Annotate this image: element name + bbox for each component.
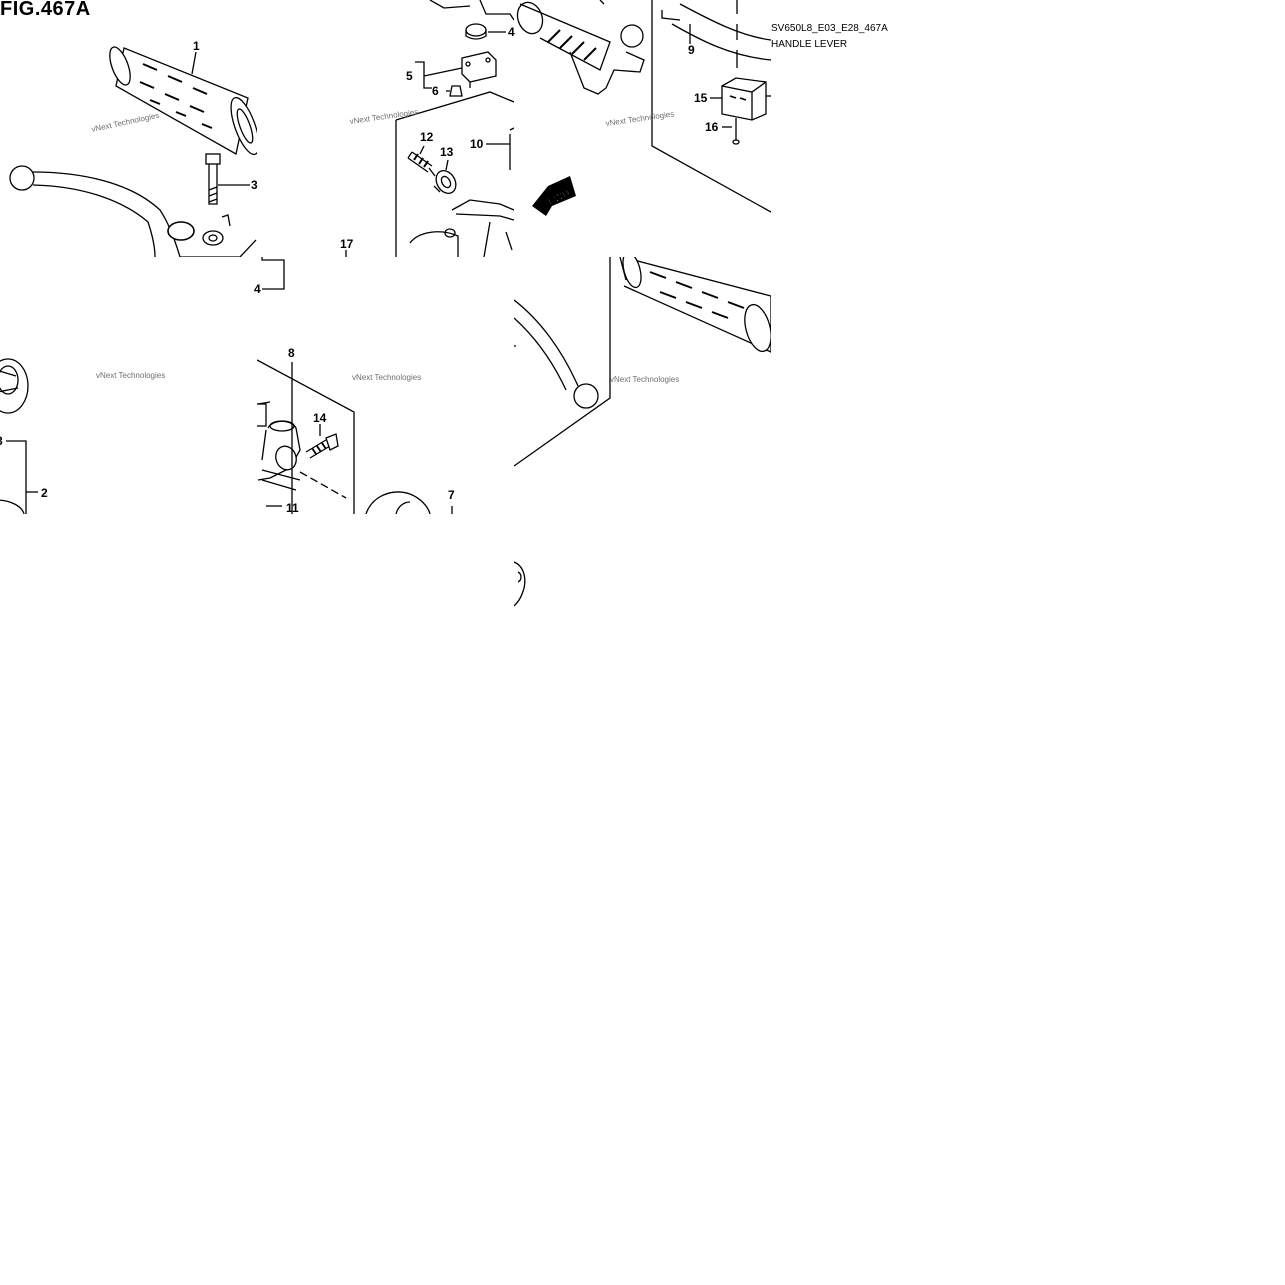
part-fragment [514, 561, 526, 607]
callout-8: 8 [288, 346, 295, 360]
switch-screw [446, 85, 463, 97]
leader-lines-tile-b [419, 143, 510, 171]
brake-light-switch [415, 51, 497, 89]
figure-reference-code: SV650L8_E03_E28_467A [771, 23, 888, 34]
callout-13: 13 [440, 145, 454, 159]
callout-8-left: 8 [0, 434, 3, 448]
callout-11: 11 [286, 501, 299, 515]
callout-10: 10 [470, 137, 484, 151]
watermark-6: vNext Technologies [610, 375, 679, 384]
callout-3: 3 [251, 178, 258, 192]
callout-labels: 1 2 3 4 4 5 6 7 8 8 9 10 11 12 13 14 15 … [0, 25, 719, 515]
handlebar-grip-left [109, 46, 257, 156]
leader-lines-tile-e [266, 362, 321, 514]
cylinder-bolt [305, 433, 339, 459]
panel-outline-f [514, 257, 611, 467]
fwd-direction-arrow: FWD [532, 176, 576, 216]
adjuster-bolt [407, 151, 433, 173]
watermark-5: vNext Technologies [352, 373, 421, 382]
callout-4-bracket: 4 [254, 282, 261, 296]
brake-lever [9, 165, 257, 257]
callout-12: 12 [420, 130, 434, 144]
watermarks: vNext Technologies vNext Technologies vN… [91, 107, 680, 384]
lever-pivot-bolt [167, 153, 231, 246]
panel-outline-b [395, 91, 514, 257]
callout-15: 15 [694, 91, 708, 105]
callout-6: 6 [432, 84, 439, 98]
callout-17: 17 [340, 237, 354, 251]
grip-end-right [365, 491, 453, 514]
clutch-lever [661, 3, 771, 61]
nut-top [429, 0, 514, 40]
watermark-2: vNext Technologies [349, 107, 419, 126]
leader-lines-tile-a [191, 51, 250, 186]
handlebar-grip-right [619, 257, 771, 353]
watermark-1: vNext Technologies [91, 111, 161, 134]
callout-14: 14 [313, 411, 327, 425]
panel-outline-e [257, 359, 355, 514]
bracket-lines [6, 440, 38, 514]
callout-16: 16 [705, 120, 719, 134]
clutch-switch [721, 77, 771, 121]
callout-5: 5 [406, 69, 413, 83]
figure-name: HANDLE LEVER [771, 39, 848, 50]
callout-9: 9 [688, 43, 695, 57]
clutch-switch-screw [710, 97, 740, 145]
master-cylinder-edge [345, 127, 514, 257]
bar-end-weight [0, 358, 29, 514]
lever-right [514, 299, 599, 409]
callout-1: 1 [193, 39, 200, 53]
figure-title: FIG.467A [0, 0, 91, 20]
watermark-4: vNext Technologies [96, 371, 165, 380]
bracket-callout-4 [261, 257, 285, 290]
master-cylinder [257, 401, 347, 499]
watermark-3: vNext Technologies [605, 109, 675, 128]
washer [428, 167, 457, 194]
callout-4-top: 4 [508, 25, 515, 39]
callout-7: 7 [448, 488, 455, 502]
callout-2: 2 [41, 486, 48, 500]
clutch-lever-holder [516, 0, 645, 95]
